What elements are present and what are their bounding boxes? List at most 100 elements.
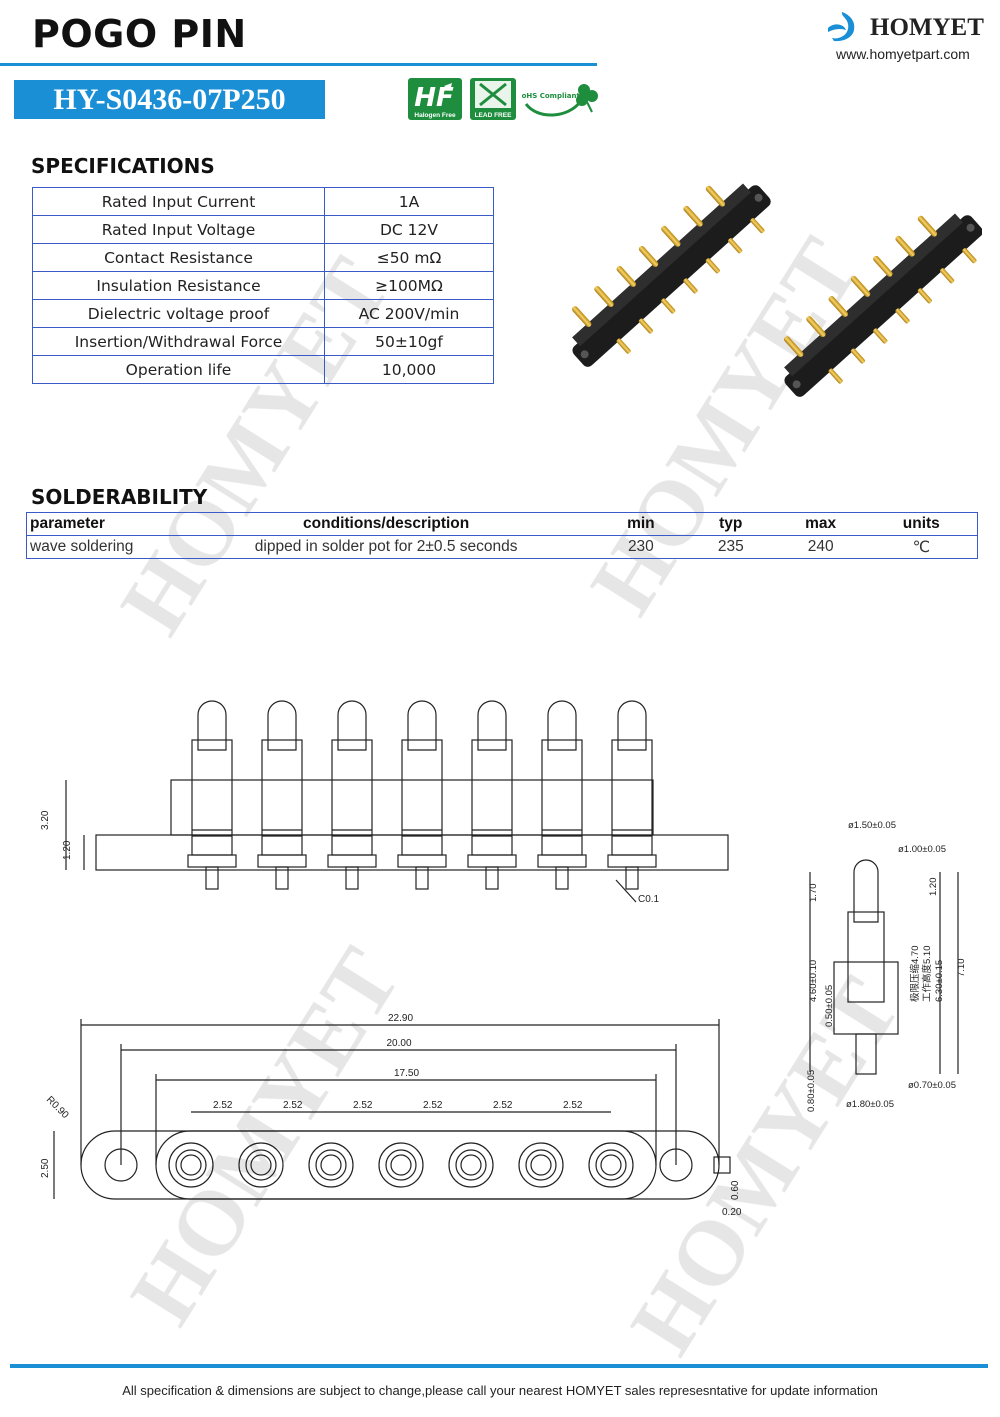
pin-tail bbox=[873, 328, 888, 344]
spec-value: ≥100MΩ bbox=[324, 271, 494, 300]
col-units: units bbox=[865, 512, 978, 536]
footer-note: All specification & dimensions are subje… bbox=[122, 1383, 878, 1398]
pin-tail bbox=[638, 318, 654, 334]
dim-tab: 0.60 bbox=[730, 1180, 741, 1200]
spec-value: 1A bbox=[324, 187, 494, 216]
rohs-clover-icon: RoHS Compliant bbox=[516, 78, 598, 120]
dim-pitch: 2.52 bbox=[283, 1100, 303, 1111]
pin-front bbox=[467, 700, 517, 890]
dim-pitch: 2.52 bbox=[493, 1100, 513, 1111]
pin-front bbox=[327, 700, 377, 890]
pin-top bbox=[571, 306, 592, 328]
spec-value: 50±10gf bbox=[324, 327, 494, 356]
pin-top bbox=[705, 185, 726, 207]
pin-top bbox=[828, 296, 848, 317]
dim-side: 6.30±0.15 bbox=[934, 960, 945, 1002]
halogen-free-label: Halogen Free bbox=[414, 112, 456, 119]
pin-tail bbox=[828, 368, 843, 384]
dim-length: 17.50 bbox=[394, 1068, 419, 1079]
website-url: www.homyetpart.com bbox=[836, 46, 970, 62]
lead-free-label: LEAD FREE bbox=[474, 112, 512, 119]
spec-row: Insulation Resistance≥100MΩ bbox=[32, 271, 494, 300]
brand-logo: HOMYET www.homyetpart.com bbox=[826, 10, 990, 66]
pin-hole bbox=[168, 1142, 214, 1188]
housing-top bbox=[80, 1130, 720, 1200]
pin-front bbox=[397, 700, 447, 890]
pin-front bbox=[187, 700, 237, 890]
dim-base: 1.20 bbox=[62, 840, 73, 860]
halogen-free-icon: HF Halogen Free bbox=[408, 78, 462, 120]
pin-tail bbox=[616, 338, 631, 354]
col-max: max bbox=[775, 512, 866, 536]
specifications-heading: SPECIFICATIONS bbox=[31, 154, 215, 178]
spec-row: Contact Resistance≤50 mΩ bbox=[32, 243, 494, 272]
dim-width: 2.50 bbox=[40, 1158, 51, 1178]
cell-conditions: dipped in solder pot for 2±0.5 seconds bbox=[176, 535, 596, 559]
spec-value: AC 200V/min bbox=[324, 299, 494, 328]
dim-tab-depth: 0.20 bbox=[722, 1207, 742, 1218]
pin-tail bbox=[661, 298, 676, 314]
pin-hole bbox=[238, 1142, 284, 1188]
spec-label: Dielectric voltage proof bbox=[32, 299, 325, 328]
footer-divider bbox=[10, 1364, 988, 1368]
spec-label: Rated Input Voltage bbox=[32, 215, 325, 244]
dim-chamfer: C0.1 bbox=[638, 894, 660, 905]
model-number: HY-S0436-07P250 bbox=[53, 83, 286, 116]
dim-length: 22.90 bbox=[388, 1013, 413, 1024]
pin-top bbox=[638, 245, 659, 267]
cell-parameter: wave soldering bbox=[26, 535, 177, 559]
dim-side: ø0.70±0.05 bbox=[908, 1080, 956, 1091]
pin-tail bbox=[728, 238, 743, 254]
col-conditions: conditions/description bbox=[176, 512, 596, 536]
dim-side: ø1.50±0.05 bbox=[848, 820, 896, 831]
dim-side: 1.70 bbox=[808, 884, 819, 903]
dim-pitch: 2.52 bbox=[563, 1100, 583, 1111]
solderability-header-row: parameter conditions/description min typ… bbox=[26, 512, 978, 536]
pin-tail bbox=[895, 308, 910, 324]
pin-top bbox=[683, 205, 703, 227]
pin-front bbox=[537, 700, 587, 890]
pin-side bbox=[833, 859, 899, 1075]
spec-label: Insulation Resistance bbox=[32, 271, 325, 300]
dim-side: 0.50±0.05 bbox=[824, 985, 835, 1027]
pin-front bbox=[607, 700, 657, 890]
dim-height: 3.20 bbox=[40, 810, 51, 830]
dim-length: 20.00 bbox=[387, 1038, 412, 1049]
pin-top bbox=[616, 266, 636, 287]
dim-side: 极限压缩4.70 bbox=[909, 946, 921, 1003]
pin-tail bbox=[917, 288, 932, 304]
pin-tail bbox=[705, 258, 720, 274]
model-banner: HY-S0436-07P250 bbox=[14, 80, 325, 119]
spec-label: Contact Resistance bbox=[32, 243, 325, 272]
col-parameter: parameter bbox=[26, 512, 177, 536]
pin-tail bbox=[750, 218, 765, 234]
housing-body bbox=[170, 779, 654, 836]
solderability-table: parameter conditions/description min typ… bbox=[26, 512, 978, 559]
spec-label: Insertion/Withdrawal Force bbox=[32, 327, 325, 356]
cell-max: 240 bbox=[775, 535, 866, 559]
pin-tail bbox=[940, 268, 955, 284]
dim-side: ø1.80±0.05 bbox=[846, 1099, 894, 1110]
cell-typ: 235 bbox=[685, 535, 776, 559]
dim-side: 4.60±0.10 bbox=[808, 960, 819, 1002]
page-title: POGO PIN bbox=[32, 12, 247, 56]
pin-tail bbox=[962, 248, 977, 264]
table-row: wave soldering dipped in solder pot for … bbox=[26, 535, 978, 559]
dim-pitch: 2.52 bbox=[213, 1100, 233, 1111]
spec-value: DC 12V bbox=[324, 215, 494, 244]
lead-free-icon: LEAD FREE bbox=[470, 78, 516, 120]
dim-side: ø1.00±0.05 bbox=[898, 844, 946, 855]
dim-side: 7.10 bbox=[956, 959, 967, 978]
dim-pitch: 2.52 bbox=[423, 1100, 443, 1111]
spec-value: ≤50 mΩ bbox=[324, 243, 494, 272]
pin-top bbox=[783, 336, 804, 358]
dim-side: 工作高度5.10 bbox=[921, 946, 933, 1003]
title-divider bbox=[0, 63, 597, 66]
